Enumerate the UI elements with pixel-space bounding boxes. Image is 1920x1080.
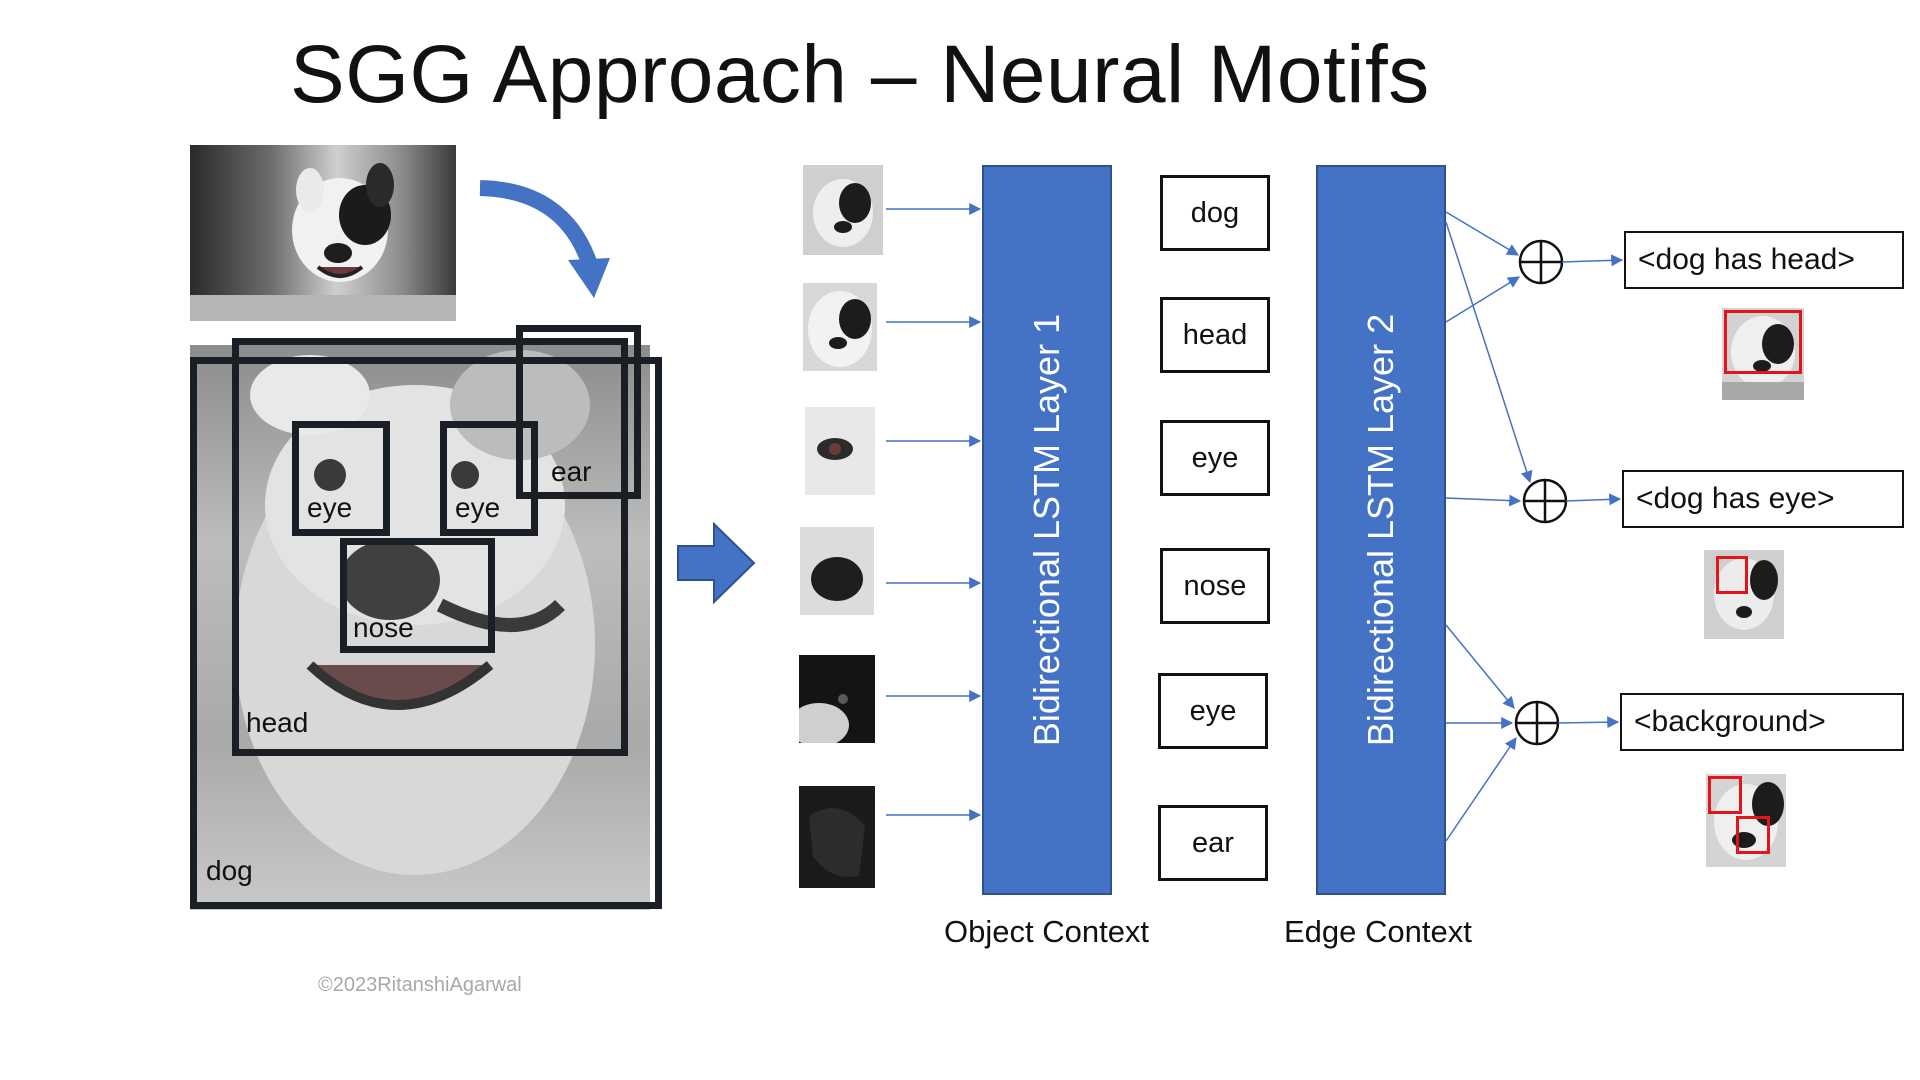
circle-plus-icon	[1514, 700, 1560, 746]
curved-arrow-icon	[479, 180, 610, 298]
highlight-box-ear-region	[1736, 816, 1770, 854]
bbox-label-nose: nose	[353, 612, 414, 643]
bbox-dog	[190, 357, 662, 909]
bbox-head	[232, 338, 628, 756]
output-arrows	[1557, 254, 1624, 729]
lstm-layer-2: Bidirectional LSTM Layer 2	[1316, 165, 1446, 895]
edge-context-label: Edge Context	[1284, 914, 1472, 949]
edge-arrow	[1445, 624, 1515, 709]
crop-thumbnail-head	[803, 283, 877, 371]
bbox-ear	[516, 325, 641, 499]
crop-thumbnail-eye	[805, 407, 875, 495]
relation-box-background: <background>	[1620, 693, 1904, 751]
edge-arrow	[1445, 737, 1517, 842]
edge-arrow	[1445, 221, 1533, 484]
object-label-head: head	[1160, 297, 1270, 373]
object-label-ear: ear	[1158, 805, 1268, 881]
crop-thumbnail-nose	[800, 527, 874, 615]
object-label-eye-2: eye	[1158, 673, 1268, 749]
crop-head-illustration	[808, 291, 872, 367]
bbox-eye-right	[440, 421, 538, 536]
block-right-arrow-icon	[677, 522, 756, 604]
source-dog-photo	[190, 145, 456, 321]
highlight-box-eye	[1716, 556, 1748, 594]
edge-arrow	[1445, 494, 1522, 507]
object-label-eye: eye	[1160, 420, 1270, 496]
dog-illustration	[190, 163, 456, 321]
edge-arrow	[1445, 276, 1521, 323]
highlight-box-eye-region	[1708, 776, 1742, 814]
bbox-label-ear: ear	[551, 456, 592, 487]
crop-ear-illustration	[809, 808, 865, 877]
output-arrow	[1557, 716, 1620, 729]
relation-box-dog-has-eye: <dog has eye>	[1622, 470, 1904, 528]
crop-nose-illustration	[811, 557, 863, 601]
bbox-label-dog: dog	[206, 855, 253, 886]
crop-eye-illustration	[817, 438, 853, 460]
annotated-dog-photo	[190, 345, 650, 910]
relation-crop-eye-illustration	[1714, 558, 1778, 630]
bbox-eye-left	[292, 421, 390, 536]
edge-arrow	[1445, 211, 1520, 256]
lstm-layer-1: Bidirectional LSTM Layer 1	[982, 165, 1112, 895]
relation-crop-eye	[1704, 550, 1784, 639]
object-label-nose: nose	[1160, 548, 1270, 624]
relation-crop-background	[1706, 774, 1786, 867]
crop-thumbnail-dog	[803, 165, 883, 255]
copyright-credit: ©2023RitanshiAgarwal	[318, 974, 522, 996]
relation-box-dog-has-head: <dog has head>	[1624, 231, 1904, 289]
bbox-label-eye-left: eye	[307, 492, 353, 523]
object-label-dog: dog	[1160, 175, 1270, 251]
crop-eye-2-illustration	[799, 694, 849, 743]
output-arrow	[1565, 493, 1622, 506]
output-arrow	[1561, 254, 1624, 267]
circle-plus-icon	[1518, 239, 1564, 285]
circle-plus-icon	[1522, 478, 1568, 524]
object-context-label: Object Context	[944, 914, 1150, 949]
crop-thumbnail-ear	[799, 786, 875, 888]
bbox-nose	[340, 538, 495, 653]
input-arrows	[886, 203, 982, 821]
crop-dog-illustration	[813, 179, 873, 247]
highlight-box-head	[1724, 310, 1802, 374]
relation-crop-head-illustration	[1722, 316, 1804, 400]
slide-title: SGG Approach – Neural Motifs	[290, 29, 1430, 120]
edge-arrows	[1445, 211, 1533, 842]
relation-crop-head	[1722, 308, 1804, 400]
bbox-label-head: head	[246, 707, 309, 738]
bbox-label-eye-right: eye	[455, 492, 501, 523]
crop-thumbnail-eye-2	[799, 655, 875, 743]
